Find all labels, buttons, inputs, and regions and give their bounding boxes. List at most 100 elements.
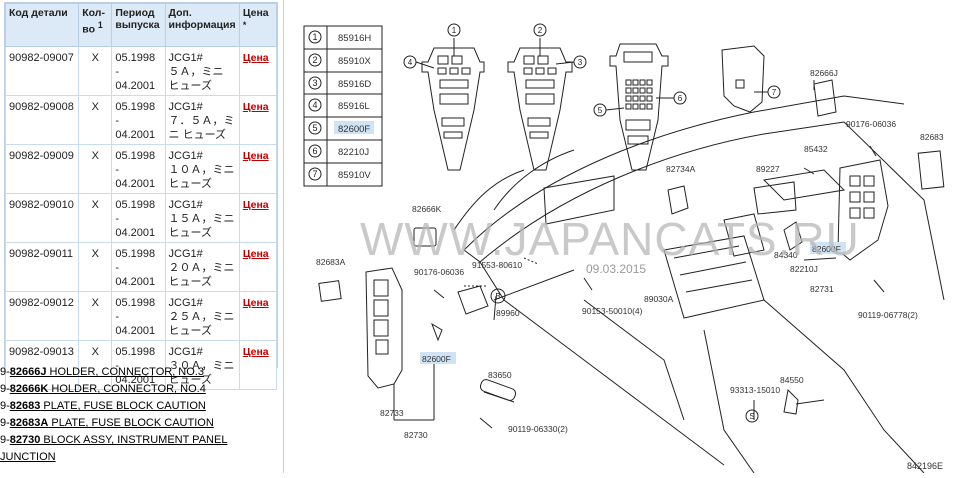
- label-82731[interactable]: 82731: [810, 284, 834, 294]
- price-link[interactable]: Цена: [242, 199, 269, 211]
- callout-5: 5: [598, 106, 603, 115]
- label-89960[interactable]: 89960: [496, 308, 520, 318]
- price-link[interactable]: Цена: [242, 52, 269, 64]
- cell-code: 90982-09007: [4, 46, 80, 96]
- cell-price: Цена: [238, 144, 278, 194]
- cell-price: Цена: [238, 46, 278, 96]
- parts-table: Код детали Кол-во 1 Период выпуска Доп. …: [4, 3, 278, 390]
- cell-qty: X: [78, 193, 113, 243]
- cell-period: 05.1998-04.2001: [111, 144, 166, 194]
- cell-info: JCG1#２５Ａ，ミニヒューズ: [164, 291, 240, 341]
- label-82600F-left[interactable]: 82600F: [422, 354, 451, 364]
- cell-qty: X: [78, 291, 113, 341]
- label-90176-06036-b[interactable]: 90176-06036: [414, 267, 464, 277]
- label-82733[interactable]: 82733: [380, 408, 404, 418]
- price-link[interactable]: Цена: [242, 346, 269, 358]
- cell-qty: X: [78, 242, 113, 292]
- cell-price: Цена: [238, 340, 278, 390]
- list-item[interactable]: 9-82666K HOLDER, CONNECTOR, NO.4: [0, 383, 206, 395]
- legend-num-3: 3: [312, 78, 317, 88]
- label-90153-50010[interactable]: 90153-50010(4): [582, 306, 643, 316]
- cell-code: 90982-09008: [4, 95, 80, 145]
- label-85432[interactable]: 85432: [804, 144, 828, 154]
- col-info: Доп. информация: [164, 3, 240, 47]
- col-price: Цена *: [238, 3, 278, 47]
- cell-qty: X: [78, 46, 113, 96]
- cell-code: 90982-09013: [4, 340, 80, 390]
- label-91553-80610[interactable]: 91553-80610: [472, 260, 522, 270]
- label-82683A[interactable]: 82683A: [316, 257, 346, 267]
- label-90176-06036-a[interactable]: 90176-06036: [846, 119, 896, 129]
- table-header-row: Код детали Кол-во 1 Период выпуска Доп. …: [4, 3, 278, 47]
- cell-code: 90982-09010: [4, 193, 80, 243]
- cell-info: JCG1#１０Ａ，ミニヒューズ: [164, 144, 240, 194]
- callout-7: 7: [772, 88, 777, 97]
- legend-code-6[interactable]: 82210J: [338, 147, 369, 158]
- legend-box: [303, 25, 383, 187]
- label-82666J[interactable]: 82666J: [810, 68, 838, 78]
- price-link[interactable]: Цена: [242, 101, 269, 113]
- label-82730[interactable]: 82730: [404, 430, 428, 440]
- price-link[interactable]: Цена: [242, 297, 269, 309]
- legend-code-2[interactable]: 85910X: [338, 56, 371, 67]
- cell-period: 05.1998-04.2001: [111, 193, 166, 243]
- cell-info: JCG1#７．５Ａ，ミニ ヒューズ: [164, 95, 240, 145]
- diagram-ref-number: 842196E: [906, 461, 943, 471]
- callout-s: S: [749, 412, 754, 421]
- callout-6: 6: [678, 94, 683, 103]
- label-90119-06778[interactable]: 90119-06778(2): [858, 310, 918, 320]
- list-item[interactable]: 9-82683A PLATE, FUSE BLOCK CAUTION: [0, 417, 214, 429]
- legend-num-5: 5: [312, 123, 317, 133]
- label-83650[interactable]: 83650: [488, 370, 512, 380]
- label-82734A[interactable]: 82734A: [666, 164, 696, 174]
- label-82210J[interactable]: 82210J: [790, 264, 818, 274]
- legend-code-5[interactable]: 82600F: [338, 124, 370, 135]
- label-84340[interactable]: 84340: [774, 250, 798, 260]
- label-82683[interactable]: 82683: [920, 132, 944, 142]
- callout-2: 2: [538, 26, 543, 35]
- col-period: Период выпуска: [111, 3, 166, 47]
- legend-code-3[interactable]: 85916D: [338, 79, 371, 90]
- cell-price: Цена: [238, 242, 278, 292]
- list-item[interactable]: 9-82730 BLOCK ASSY, INSTRUMENT PANEL: [0, 434, 228, 446]
- label-84550[interactable]: 84550: [780, 375, 804, 385]
- parts-list: 9-82666J HOLDER, CONNECTOR, NO.3 9-82666K…: [0, 364, 280, 466]
- label-89227[interactable]: 89227: [756, 164, 780, 174]
- list-item[interactable]: 9-82683 PLATE, FUSE BLOCK CAUTION: [0, 400, 206, 412]
- legend-num-1: 1: [312, 32, 317, 42]
- label-93313-15010[interactable]: 93313-15010: [730, 385, 780, 395]
- list-item[interactable]: 9-82666J HOLDER, CONNECTOR, NO.3: [0, 366, 204, 378]
- cell-period: 05.1998-04.2001: [111, 340, 166, 390]
- legend-num-4: 4: [312, 100, 317, 110]
- cell-period: 05.1998-04.2001: [111, 46, 166, 96]
- price-link[interactable]: Цена: [242, 150, 269, 162]
- legend-code-7[interactable]: 85910V: [338, 170, 371, 181]
- cell-price: Цена: [238, 291, 278, 341]
- cell-period: 05.1998-04.2001: [111, 291, 166, 341]
- cell-code: 90982-09011: [4, 242, 80, 292]
- label-89030A[interactable]: 89030A: [644, 294, 674, 304]
- col-code: Код детали: [4, 3, 80, 47]
- price-link[interactable]: Цена: [242, 248, 269, 260]
- cell-code: 90982-09012: [4, 291, 80, 341]
- label-82600F-right[interactable]: 82600F: [812, 244, 841, 254]
- legend-num-6: 6: [312, 146, 317, 156]
- cell-qty: X: [78, 340, 113, 390]
- label-82666K[interactable]: 82666K: [412, 204, 442, 214]
- parts-diagram: 1 2 3 4 5 6 7 85916H 85910X 85916D 85916…: [283, 0, 960, 474]
- cell-price: Цена: [238, 193, 278, 243]
- list-item[interactable]: JUNCTION: [0, 451, 56, 463]
- parts-table-panel: Код детали Кол-во 1 Период выпуска Доп. …: [4, 2, 278, 390]
- legend-code-4[interactable]: 85916L: [338, 101, 370, 112]
- cell-qty: X: [78, 144, 113, 194]
- legend-num-2: 2: [312, 55, 317, 65]
- label-90119-06330[interactable]: 90119-06330(2): [508, 424, 568, 434]
- cell-info: JCG1#３０Ａ，ミニヒューズ: [164, 340, 240, 390]
- callout-b: B: [495, 292, 500, 301]
- legend-code-1[interactable]: 85916H: [338, 33, 371, 44]
